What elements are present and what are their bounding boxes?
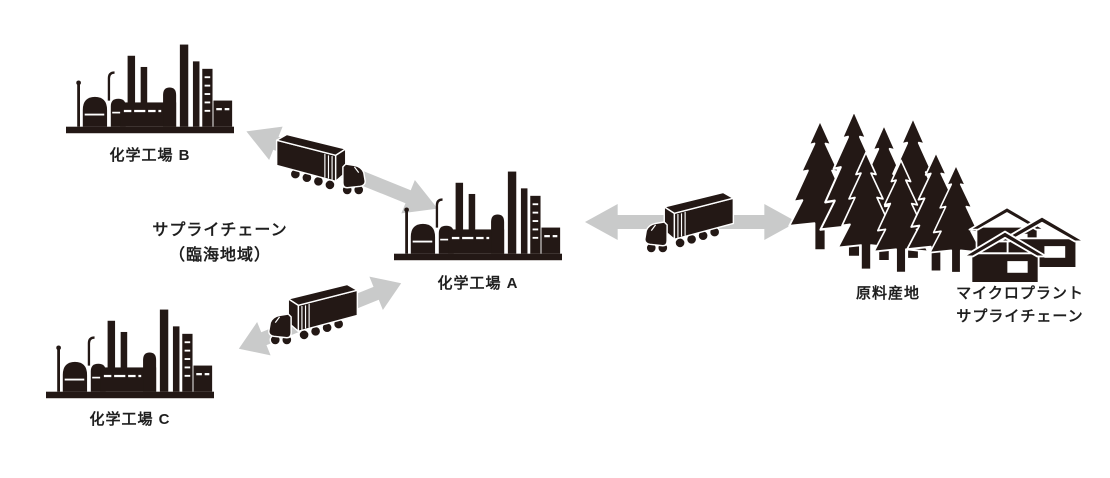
factory-a-label: 化学工場 A — [437, 275, 519, 292]
factory-b-node — [66, 40, 234, 135]
truck-factoryB-factoryA — [268, 128, 376, 200]
truck-icon — [275, 133, 366, 196]
chemical-plant-icon — [394, 170, 562, 262]
truck-factoryC-factoryA — [258, 278, 366, 350]
coastal-supply-chain-annotation: サプライチェーン （臨海地域） — [130, 218, 310, 268]
micro-plant-label: マイクロプラント サプライチェーン — [945, 282, 1095, 328]
coastal-annotation-line2: （臨海地域） — [168, 247, 271, 264]
factory-b-label: 化学工場 B — [109, 147, 191, 164]
truck-icon — [644, 191, 735, 254]
micro-plant-label-line2: サプライチェーン — [956, 308, 1084, 325]
truck-icon — [268, 283, 359, 346]
chemical-plant-icon — [66, 43, 234, 135]
house-icon — [962, 230, 1048, 286]
micro-plant-label-line1: マイクロプラント — [956, 285, 1084, 302]
raw-material-site-label: 原料産地 — [855, 285, 920, 302]
truck-factoryA-forest — [634, 186, 742, 258]
factory-c-label: 化学工場 C — [89, 411, 171, 428]
coastal-annotation-line1: サプライチェーン — [152, 222, 288, 239]
micro-plant-node — [952, 202, 1092, 288]
factory-a-node — [394, 167, 562, 262]
factory-c-node — [46, 305, 214, 400]
chemical-plant-icon — [46, 308, 214, 400]
